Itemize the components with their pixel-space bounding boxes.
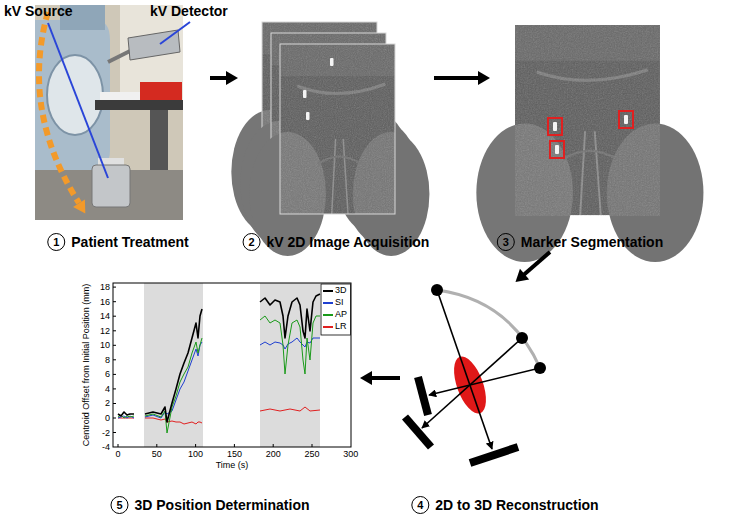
stage-caption-row: 2 kV 2D Image Acquisition (243, 233, 430, 251)
axis-tick-label: 18 (100, 282, 110, 292)
treatment-photo (35, 5, 190, 220)
legend-line-sample (323, 326, 333, 327)
legend-entry: AP (323, 310, 347, 320)
legend-text: 3D (335, 286, 347, 296)
part-label: kV Source (4, 3, 72, 19)
flow-arrow (516, 252, 550, 282)
axis-tick-label: 2 (105, 398, 110, 408)
stage-panel: 2 kV 2D Image Acquisition (238, 20, 434, 252)
stage-caption: kV 2D Image Acquisition (267, 234, 430, 251)
axis-tick-label: 100 (188, 449, 203, 459)
stage-number: 4 (411, 496, 429, 514)
legend-line-sample (323, 314, 333, 315)
stage-panel: 3 Marker Segmentation (490, 20, 670, 252)
legend-text: SI (335, 298, 344, 308)
axis-tick-label: 250 (304, 449, 319, 459)
arrow-shaft (434, 76, 479, 80)
stage-caption-row: 3 Marker Segmentation (497, 233, 663, 251)
arrow-head (478, 71, 490, 85)
stage-caption: Marker Segmentation (521, 234, 663, 251)
stage-number: 3 (497, 233, 515, 251)
part-label: kV Detector (150, 3, 228, 19)
axis-tick-label: 14 (100, 311, 110, 321)
stage-panel: 1 Patient Treatment (26, 5, 210, 252)
segmented-image (476, 25, 703, 262)
axis-tick-label: 50 (152, 449, 162, 459)
axis-tick-label: 200 (266, 449, 281, 459)
axis-title: Time (s) (216, 460, 249, 470)
flow-arrow (210, 71, 238, 85)
axis-tick-label: 0 (105, 413, 110, 423)
stage-caption-row: 5 3D Position Determination (110, 496, 309, 514)
leader-line (48, 23, 108, 178)
stage-caption: Patient Treatment (71, 234, 188, 251)
axis-tick-label: 0 (115, 449, 120, 459)
stage-caption: 3D Position Determination (134, 497, 309, 514)
arrow-shaft (371, 376, 400, 380)
stage-number: 5 (110, 496, 128, 514)
flow-arrow (434, 71, 490, 85)
leader-line (160, 22, 190, 44)
axis-tick-label: 6 (105, 369, 110, 379)
axis-tick-label: 16 (100, 297, 110, 307)
legend-entry: SI (323, 298, 344, 308)
flow-arrow (360, 371, 400, 385)
stage-caption-row: 1 Patient Treatment (47, 233, 188, 251)
legend-text: AP (335, 310, 347, 320)
arrow-head (360, 371, 372, 385)
axis-tick-label: 150 (227, 449, 242, 459)
axis-tick-label: 8 (105, 355, 110, 365)
axis-title: Centroid Offset from Initial Position (m… (81, 284, 91, 446)
axis-tick-label: 4 (105, 384, 110, 394)
legend-line-sample (323, 302, 333, 303)
legend-text: LR (335, 322, 347, 332)
legend-line-sample (323, 290, 333, 293)
legend-box (321, 284, 351, 335)
legend-entry: 3D (323, 286, 347, 296)
legend-entry: LR (323, 322, 347, 332)
arrow-shaft (210, 76, 227, 80)
stage-panel: 4 2D to 3D Reconstruction (400, 282, 610, 515)
reconstruction-geometry (405, 284, 546, 463)
stage-number: 1 (47, 233, 65, 251)
stage-caption: 2D to 3D Reconstruction (435, 497, 598, 514)
stage-number: 2 (243, 233, 261, 251)
stage-caption-row: 4 2D to 3D Reconstruction (411, 496, 598, 514)
position-chart (113, 283, 351, 447)
arrow-head (516, 269, 530, 282)
kv-image-stack (231, 22, 429, 256)
arrow-head (226, 71, 238, 85)
axis-tick-label: 300 (343, 449, 358, 459)
axis-tick-label: 10 (100, 340, 110, 350)
axis-tick-label: -2 (102, 428, 110, 438)
axis-tick-label: -4 (102, 442, 110, 452)
axis-tick-label: 12 (100, 326, 110, 336)
arrow-shaft (524, 252, 550, 275)
